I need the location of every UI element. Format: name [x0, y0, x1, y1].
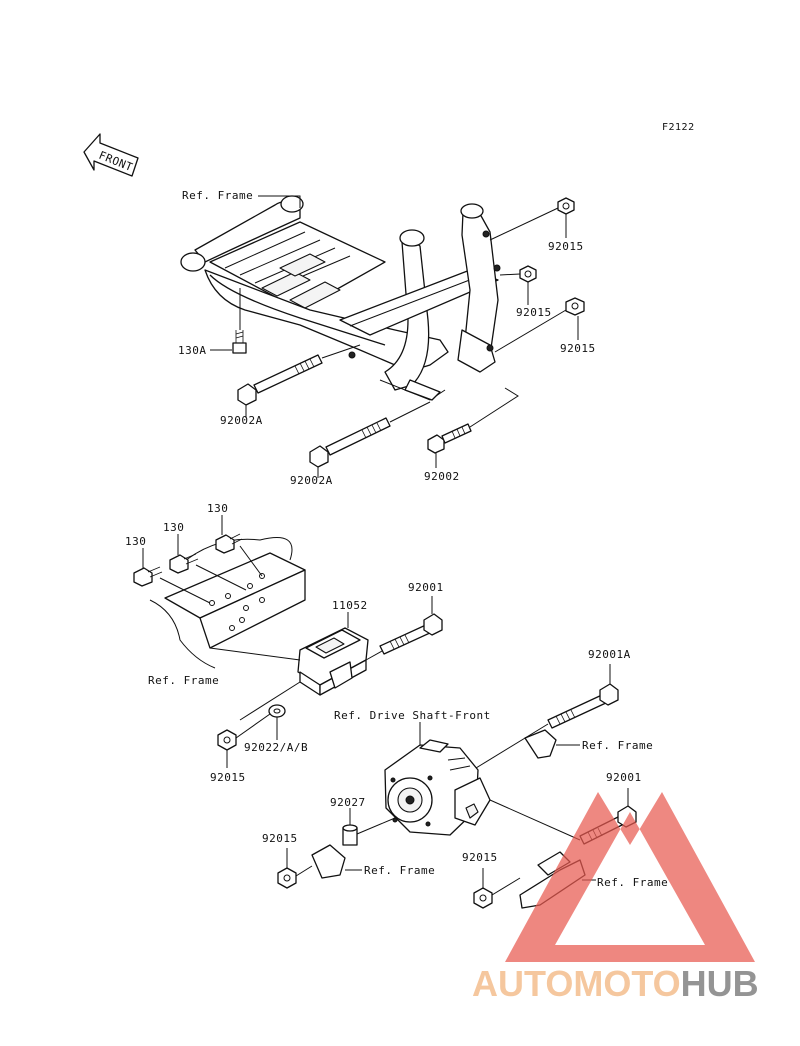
label-130-a: 130 — [125, 535, 146, 548]
frame-bracket-right — [524, 729, 557, 759]
nut-92015-lower — [565, 297, 585, 316]
label-ref-frame-bottom: Ref. Frame — [364, 864, 435, 877]
collar-92027 — [342, 824, 358, 846]
watermark-text: AUTOMOTOHUB — [472, 963, 759, 1004]
label-92015-f: 92015 — [462, 851, 498, 864]
watermark-text-auto: AUTOMOTO — [472, 963, 681, 1004]
label-ref-frame-mid: Ref. Frame — [148, 674, 219, 687]
label-92015-d: 92015 — [210, 771, 246, 784]
front-differential — [384, 739, 491, 836]
label-92001-a: 92001 — [408, 581, 444, 594]
nut-92015-mid-left — [217, 729, 237, 751]
bolt-92001A — [547, 683, 619, 729]
bolt-92002A-upper — [237, 354, 323, 406]
label-130-b: 130 — [163, 521, 184, 534]
label-92001-b: 92001 — [606, 771, 642, 784]
label-92002A-b: 92002A — [290, 474, 333, 487]
label-130A: 130A — [178, 344, 207, 357]
label-ref-drive-shaft: Ref. Drive Shaft-Front — [334, 709, 491, 722]
label-ref-frame-top: Ref. Frame — [182, 189, 253, 202]
label-92002A-a: 92002A — [220, 414, 263, 427]
label-ref-frame-br: Ref. Frame — [597, 876, 668, 889]
label-92015-b: 92015 — [516, 306, 552, 319]
bolt-92002 — [427, 423, 472, 454]
label-92001A: 92001A — [588, 648, 631, 661]
watermark-triangle-icon — [505, 792, 755, 962]
bolt-92002A-lower — [309, 417, 391, 468]
washer-92022 — [268, 704, 286, 718]
front-frame-bracket — [180, 195, 501, 401]
bolt-92001-mid — [379, 613, 443, 655]
label-92002: 92002 — [424, 470, 460, 483]
watermark-logo: AUTOMOTOHUB — [472, 792, 759, 1004]
bracket-11052 — [297, 627, 369, 696]
frame-section — [149, 537, 306, 669]
frame-bracket-bottom — [311, 844, 346, 879]
bolt-130-right — [215, 533, 243, 554]
label-92027: 92027 — [330, 796, 366, 809]
watermark-text-hub: HUB — [681, 963, 759, 1004]
bolt-130-middle — [169, 553, 199, 574]
label-11052: 11052 — [332, 599, 368, 612]
figure-code: F2122 — [662, 122, 695, 133]
nut-92015-top — [557, 197, 575, 215]
nut-92015-middle — [519, 265, 537, 283]
nut-92015-bottom-right — [473, 887, 493, 909]
label-ref-frame-right: Ref. Frame — [582, 739, 653, 752]
label-130-c: 130 — [207, 502, 228, 515]
label-92015-c: 92015 — [560, 342, 596, 355]
bolt-130-left — [133, 566, 163, 587]
label-92015-a: 92015 — [548, 240, 584, 253]
label-92022: 92022/A/B — [244, 741, 308, 754]
front-arrow-icon: FRONT — [83, 133, 139, 177]
nut-92015-bottom-left — [277, 867, 297, 889]
label-92015-e: 92015 — [262, 832, 298, 845]
bolt-130A — [232, 288, 247, 354]
